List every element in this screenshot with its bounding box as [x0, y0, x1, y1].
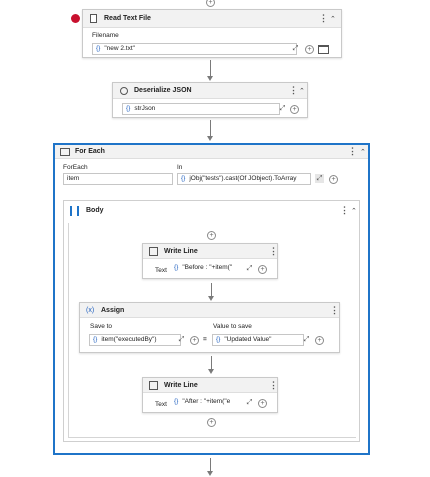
assign-icon: (x) [86, 307, 95, 314]
add-variable-icon[interactable]: + [190, 336, 199, 345]
expression-brace-icon: {} [216, 336, 221, 343]
add-variable-icon[interactable]: + [329, 175, 338, 184]
add-variable-icon[interactable]: + [258, 265, 267, 274]
connector-line [210, 120, 211, 137]
expand-editor-icon[interactable]: ⤢ [303, 336, 310, 343]
collapse-icon[interactable]: ⌃ [351, 208, 357, 215]
value-to-save-label: Value to save [213, 323, 252, 330]
read-text-file-activity[interactable]: Read Text File ⋮ ⌃ Filename {}"new 2.txt… [82, 9, 342, 58]
connector-arrow [207, 136, 213, 141]
connector-line [210, 60, 211, 77]
write-line-icon [149, 247, 158, 256]
body-container[interactable]: Body ⋮ ⌃ + Write Line ⋮ Text {}"Before :… [63, 200, 360, 442]
filename-label: Filename [92, 32, 119, 39]
read-text-file-header [83, 10, 341, 28]
expand-editor-icon[interactable]: ⤢ [178, 336, 185, 343]
add-variable-icon[interactable]: + [290, 105, 299, 114]
body-icon [70, 206, 79, 216]
expression-brace-icon: {} [126, 105, 131, 112]
assign-activity[interactable]: (x) Assign ⋮ Save to {}item("executedBy"… [79, 302, 340, 353]
connector-arrow [207, 471, 213, 476]
add-variable-icon[interactable]: + [315, 336, 324, 345]
save-to-label: Save to [90, 323, 113, 330]
body-title: Body [86, 207, 104, 214]
filename-field[interactable]: {}"new 2.txt" [92, 43, 297, 55]
for-each-header [55, 145, 368, 159]
menu-kebab-icon[interactable]: ⋮ [348, 146, 357, 156]
expression-brace-icon: {} [181, 175, 186, 182]
connector-arrow [208, 369, 214, 374]
expression-brace-icon: {} [96, 45, 101, 52]
text-label: Text [155, 267, 167, 274]
add-activity-icon[interactable]: + [207, 231, 216, 240]
body-inner-area [68, 223, 356, 438]
add-activity-top[interactable]: + [206, 0, 215, 7]
add-activity-icon[interactable]: + [207, 418, 216, 427]
expression-brace-icon: {} [174, 264, 179, 271]
assign-header [80, 303, 339, 318]
expression-brace-icon: {} [174, 398, 179, 405]
in-label: In [177, 164, 183, 171]
activity-title: Write Line [164, 382, 198, 389]
for-each-icon [60, 148, 70, 156]
collapse-icon[interactable]: ⌃ [299, 88, 305, 95]
collapse-icon[interactable]: ⌃ [360, 149, 366, 156]
menu-kebab-icon[interactable]: ⋮ [269, 246, 278, 256]
text-label: Text [155, 401, 167, 408]
menu-kebab-icon[interactable]: ⋮ [289, 85, 298, 95]
activity-title: For Each [75, 148, 105, 155]
file-icon [90, 14, 97, 23]
foreach-item-field[interactable]: item [63, 173, 173, 185]
folder-icon[interactable] [318, 45, 329, 54]
write-line-text-field[interactable]: {}"Before : "+item(" [171, 263, 241, 275]
menu-kebab-icon[interactable]: ⋮ [340, 205, 349, 215]
expression-brace-icon: {} [93, 336, 98, 343]
connector-line [211, 283, 212, 297]
for-each-activity[interactable]: For Each ⋮ ⌃ ForEach item In {}jObj("tes… [53, 143, 370, 455]
activity-title: Write Line [164, 248, 198, 255]
expand-editor-icon[interactable]: ⤢ [315, 174, 324, 183]
value-to-save-field[interactable]: {}"Updated Value" [212, 334, 304, 346]
write-line-text-field[interactable]: {}"After : "+item("e [171, 397, 241, 409]
equals-sign: = [203, 336, 207, 343]
deserialize-json-header [113, 83, 307, 99]
expand-editor-icon[interactable]: ⤢ [279, 105, 286, 112]
activity-title: Read Text File [104, 15, 151, 22]
menu-kebab-icon[interactable]: ⋮ [319, 13, 328, 23]
connector-arrow [207, 76, 213, 81]
write-line-before-activity[interactable]: Write Line ⋮ Text {}"Before : "+item(" ⤢… [142, 243, 278, 279]
write-line-after-activity[interactable]: Write Line ⋮ Text {}"After : "+item("e ⤢… [142, 377, 278, 413]
add-variable-icon[interactable]: + [305, 45, 314, 54]
connector-line [211, 356, 212, 370]
activity-title: Assign [101, 307, 125, 314]
menu-kebab-icon[interactable]: ⋮ [330, 305, 339, 315]
json-string-field[interactable]: {}strJson [122, 103, 280, 115]
write-line-icon [149, 381, 158, 390]
menu-kebab-icon[interactable]: ⋮ [269, 380, 278, 390]
connector-line [210, 458, 211, 472]
write-line-header [143, 244, 277, 259]
expand-editor-icon[interactable]: ⤢ [246, 265, 253, 272]
foreach-label: ForEach [63, 164, 88, 171]
connector-arrow [208, 296, 214, 301]
json-icon [120, 87, 128, 95]
add-variable-icon[interactable]: + [258, 399, 267, 408]
deserialize-json-activity[interactable]: Deserialize JSON ⋮ ⌃ {}strJson ⤢ + [112, 82, 308, 118]
expand-editor-icon[interactable]: ⤢ [246, 399, 253, 406]
breakpoint-indicator[interactable] [71, 14, 80, 23]
collapse-icon[interactable]: ⌃ [330, 16, 336, 23]
save-to-field[interactable]: {}item("executedBy") [89, 334, 181, 346]
in-collection-field[interactable]: {}jObj("tests").cast(Of JObject).ToArray [177, 173, 311, 185]
write-line-header [143, 378, 277, 393]
activity-title: Deserialize JSON [134, 87, 192, 94]
expand-editor-icon[interactable]: ⤢ [292, 45, 299, 52]
